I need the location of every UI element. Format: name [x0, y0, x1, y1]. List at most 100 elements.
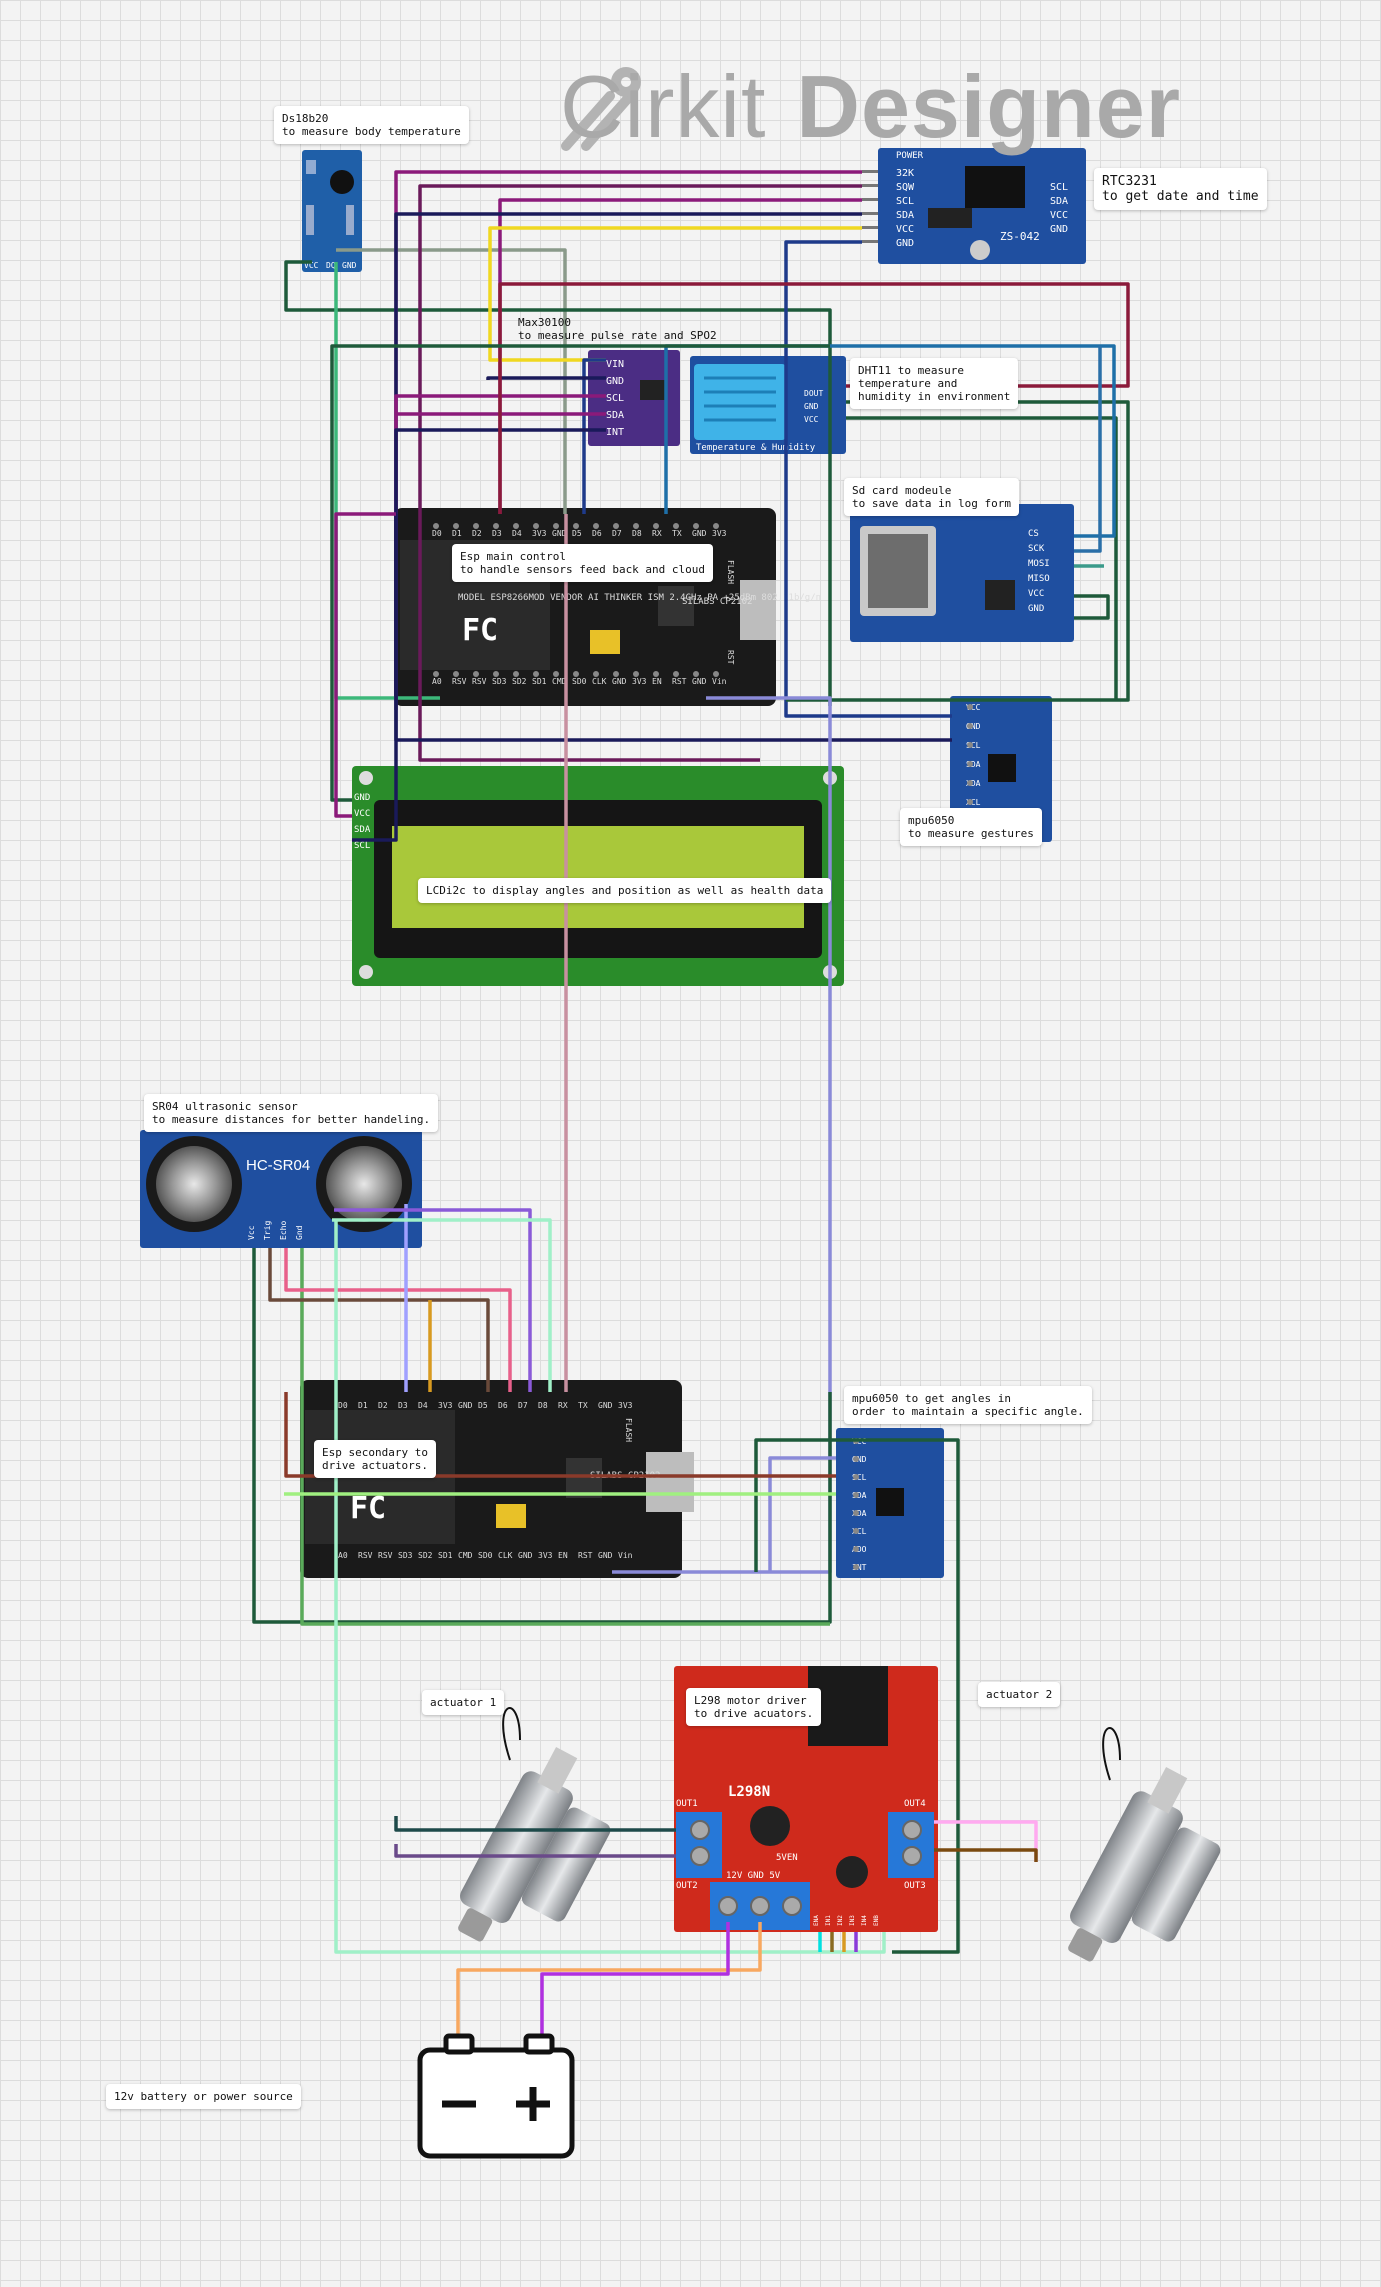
sd-pin-mosi: MOSI [1028, 559, 1050, 569]
sd-card-module[interactable]: CS SCK MOSI MISO VCC GND [850, 504, 1074, 642]
esp-main-bottom-pin-hole-9[interactable] [613, 671, 619, 677]
note-act1[interactable]: actuator 1 [422, 1690, 505, 1715]
esp-main-top-pin-hole-11[interactable] [653, 523, 659, 529]
hc-sr04-sensor[interactable]: HC-SR04 Vcc Trig Echo Gnd [140, 1130, 422, 1248]
max30100-module[interactable]: VIN GND SCL SDA INT [588, 350, 680, 446]
esp2-bottom-pin-11: EN [558, 1551, 568, 1560]
esp-main-bottom-pin-hole-12[interactable] [673, 671, 679, 677]
esp-main-bottom-pin-hole-11[interactable] [653, 671, 659, 677]
lcd-pin-vcc: VCC [354, 809, 370, 819]
mpu1-pin-hole-4[interactable] [967, 780, 973, 786]
esp-main-top-pin-hole-2[interactable] [473, 523, 479, 529]
esp-main-bottom-pin-hole-2[interactable] [473, 671, 479, 677]
mpu2-pin-hole-3[interactable] [853, 1492, 859, 1498]
esp-main-bottom-pin-hole-6[interactable] [553, 671, 559, 677]
esp2-top-pin-5: 3V3 [438, 1401, 453, 1410]
rtc-module[interactable]: 32K SQW SCL SDA VCC GND SCL SDA VCC GND … [862, 148, 1086, 264]
mpu1-pin-hole-1[interactable] [967, 723, 973, 729]
esp-main-top-pin-hole-5[interactable] [533, 523, 539, 529]
l298-out1: OUT1 [676, 1799, 698, 1809]
ds18b20-pins: VCC DQ GND [304, 261, 357, 270]
mpu2-pin-5: XCL [852, 1527, 867, 1536]
actuator-2[interactable] [1054, 1760, 1243, 1992]
mpu2-pin-hole-7[interactable] [853, 1564, 859, 1570]
mpu1-pin-3: SDA [966, 760, 981, 769]
esp-main-top-pin-hole-1[interactable] [453, 523, 459, 529]
note-lcd[interactable]: LCDi2c to display angles and position as… [418, 878, 832, 903]
esp-main-bottom-pin-5: SD1 [532, 677, 547, 686]
mpu2-pin-hole-5[interactable] [853, 1528, 859, 1534]
max-pin-int: INT [606, 427, 624, 438]
note-esp-main[interactable]: Esp main control to handle sensors feed … [452, 544, 714, 582]
note-sr04[interactable]: SR04 ultrasonic sensor to measure distan… [144, 1094, 439, 1132]
esp-main-top-pin-hole-8[interactable] [593, 523, 599, 529]
esp2-bottom-pin-10: 3V3 [538, 1551, 553, 1560]
esp-main-top-pin-hole-10[interactable] [633, 523, 639, 529]
max-pin-vin: VIN [606, 359, 624, 370]
mpu1-pin-hole-5[interactable] [967, 799, 973, 805]
note-battery[interactable]: 12v battery or power source [106, 2084, 301, 2109]
esp-main-top-pin-hole-4[interactable] [513, 523, 519, 529]
note-l298[interactable]: L298 motor driver to drive acuators. [686, 1688, 822, 1726]
esp-main-top-pin-6: GND [552, 529, 567, 538]
note-mpu2[interactable]: mpu6050 to get angles in order to mainta… [844, 1386, 1092, 1424]
actuator-1[interactable] [444, 1740, 633, 1972]
esp2-bottom-pin-5: SD1 [438, 1551, 453, 1560]
esp-main-bottom-pin-hole-14[interactable] [713, 671, 719, 677]
esp-main-bottom-pin-hole-8[interactable] [593, 671, 599, 677]
esp-main-top-pin-hole-13[interactable] [693, 523, 699, 529]
esp2-top-pin-13: GND [598, 1401, 613, 1410]
esp-main-bottom-pin-hole-10[interactable] [633, 671, 639, 677]
note-sd[interactable]: Sd card modeule to save data in log form [844, 478, 1019, 516]
mpu2-pin-hole-1[interactable] [853, 1456, 859, 1462]
esp-main-top-pin-2: D2 [472, 529, 482, 538]
esp-main-bottom-pin-hole-5[interactable] [533, 671, 539, 677]
esp-main-bottom-pin-hole-1[interactable] [453, 671, 459, 677]
note-ds18b20[interactable]: Ds18b20 to measure body temperature [274, 106, 469, 144]
note-esp2[interactable]: Esp secondary to drive actuators. [314, 1440, 436, 1478]
dht-pin-vcc: VCC [804, 415, 819, 424]
dht11-module[interactable]: Temperature & Humidity DOUT GND VCC [690, 356, 846, 454]
ds18b20-module[interactable]: VCC DQ GND [302, 150, 362, 272]
mpu1-pin-hole-3[interactable] [967, 761, 973, 767]
note-mpu1[interactable]: mpu6050 to measure gestures [900, 808, 1042, 846]
mpu2-pin-hole-4[interactable] [853, 1510, 859, 1516]
esp-main-top-pin-hole-12[interactable] [673, 523, 679, 529]
esp-main-top-pin-hole-7[interactable] [573, 523, 579, 529]
esp-main-bottom-pin-hole-7[interactable] [573, 671, 579, 677]
mpu2-pin-hole-6[interactable] [853, 1546, 859, 1552]
esp2-bottom-pin-9: GND [518, 1551, 533, 1560]
esp-main-top-pin-7: D5 [572, 529, 582, 538]
l298-ctrl-pin-1: IN1 [825, 1915, 832, 1926]
note-rtc[interactable]: RTC3231 to get date and time [1094, 168, 1267, 210]
lcd-i2c-display[interactable]: GND VCC SDA SCL [352, 766, 844, 986]
note-dht11[interactable]: DHT11 to measure temperature and humidit… [850, 358, 1019, 409]
esp-main-bottom-pin-hole-3[interactable] [493, 671, 499, 677]
esp2-top-pin-1: D1 [358, 1401, 368, 1410]
mpu2-pin-hole-2[interactable] [853, 1474, 859, 1480]
esp-main-top-pin-hole-14[interactable] [713, 523, 719, 529]
esp-main-top-pin-hole-0[interactable] [433, 523, 439, 529]
esp-main-bottom-pin-hole-4[interactable] [513, 671, 519, 677]
esp2-bottom-pin-13: GND [598, 1551, 613, 1560]
esp-main-bottom-pin-11: EN [652, 677, 662, 686]
esp-main-top-pin-hole-9[interactable] [613, 523, 619, 529]
mpu1-pin-hole-0[interactable] [967, 704, 973, 710]
esp2-top-pin-14: 3V3 [618, 1401, 633, 1410]
rtc-r-scl: SCL [1050, 182, 1068, 193]
mpu1-pin-hole-2[interactable] [967, 742, 973, 748]
esp-main-top-pin-hole-6[interactable] [553, 523, 559, 529]
l298n-motor-driver[interactable]: L298N OUT1 OUT2 OUT3 OUT4 12V GND 5V 5VE… [674, 1666, 938, 1932]
esp-main-bottom-pin-hole-13[interactable] [693, 671, 699, 677]
mpu2-pin-3: SDA [852, 1491, 867, 1500]
esp-main-top-pin-hole-3[interactable] [493, 523, 499, 529]
esp-main-bottom-pin-hole-0[interactable] [433, 671, 439, 677]
note-max30100[interactable]: Max30100 to measure pulse rate and SPO2 [518, 316, 717, 342]
esp-main-top-pin-9: D7 [612, 529, 622, 538]
note-act2[interactable]: actuator 2 [978, 1682, 1061, 1707]
